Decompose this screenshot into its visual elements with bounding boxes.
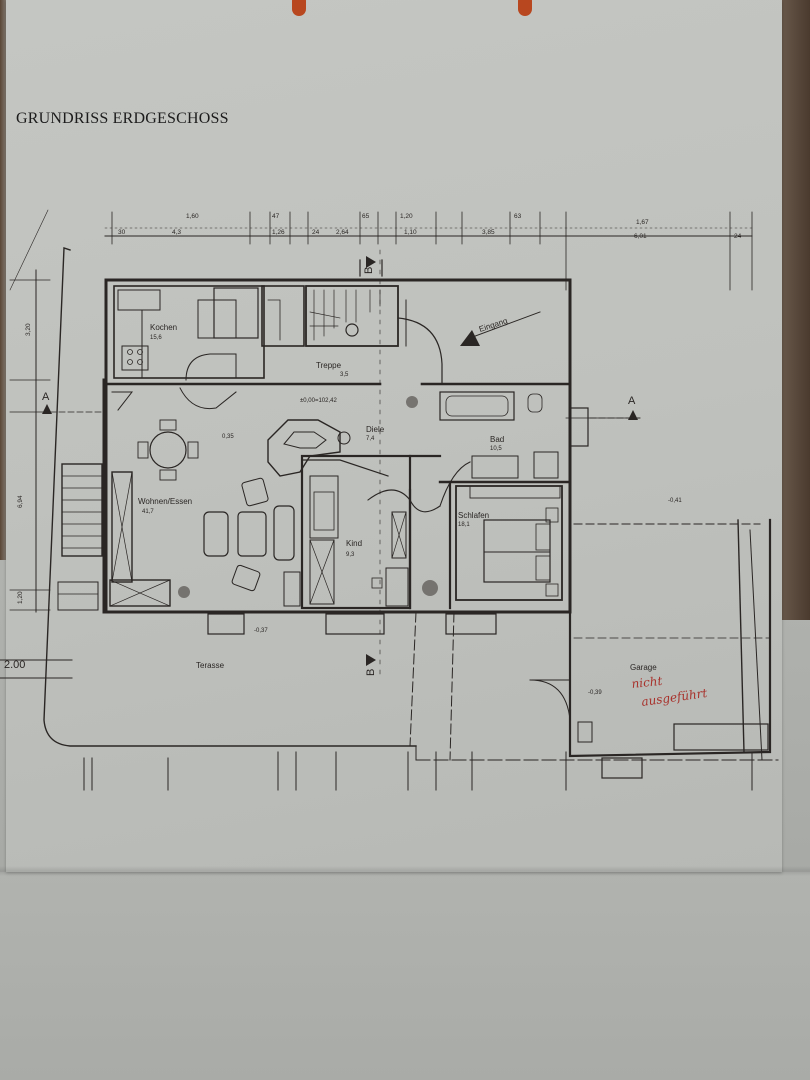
room-area-kind: 9,3 bbox=[346, 552, 355, 558]
dim-top1-4: 63 bbox=[514, 213, 522, 220]
section-marker-a-right: A bbox=[628, 395, 636, 407]
plan-title: GRUNDRISS ERDGESCHOSS bbox=[16, 110, 229, 127]
handwritten-note-line1: nicht bbox=[631, 674, 663, 691]
room-label-wohnen-essen: Wohnen/Essen bbox=[138, 497, 192, 506]
room-area-kochen: 15,6 bbox=[150, 335, 162, 341]
room-label-kochen: Kochen bbox=[150, 323, 177, 332]
room-area-diele: 7,4 bbox=[366, 436, 375, 442]
room-label-garage: Garage bbox=[630, 663, 657, 672]
dim-top1-2: 65 bbox=[362, 213, 370, 220]
dim-top1-3: 1,20 bbox=[400, 213, 413, 220]
level-garage: -0,39 bbox=[588, 690, 602, 696]
entrance-label: Eingang bbox=[478, 316, 509, 334]
dim-top2-8: 24 bbox=[734, 233, 742, 240]
room-label-kind: Kind bbox=[346, 539, 362, 548]
dim-top2-5: 1,10 bbox=[404, 229, 417, 236]
paper-lower-fold bbox=[0, 872, 810, 1080]
dim-top2-7: 6,01 bbox=[634, 233, 647, 240]
dim-left-2: 1,20 bbox=[17, 591, 24, 604]
dim-top1-1: 47 bbox=[272, 213, 280, 220]
room-label-terasse: Terasse bbox=[196, 661, 225, 670]
room-area-schlafen: 18,1 bbox=[458, 522, 470, 528]
floor-plan-sheet bbox=[6, 0, 782, 872]
dim-top1-0: 1,60 bbox=[186, 213, 199, 220]
level-living: 0,35 bbox=[222, 434, 234, 440]
dim-top2-4: 2,64 bbox=[336, 229, 349, 236]
room-label-schlafen: Schlafen bbox=[458, 511, 489, 520]
dim-top2-0: 30 bbox=[118, 229, 126, 236]
dim-top2-6: 3,85 bbox=[482, 229, 495, 236]
section-marker-b-top: B bbox=[363, 267, 375, 274]
room-label-bad: Bad bbox=[490, 435, 504, 444]
paper-fold-line bbox=[0, 866, 810, 876]
level-terrace: -0,37 bbox=[254, 628, 268, 634]
table-edge-right bbox=[780, 0, 810, 620]
punch-hole-left bbox=[292, 0, 306, 16]
room-area-wohnen-essen: 41,7 bbox=[142, 509, 154, 515]
room-area-bad: 10,5 bbox=[490, 446, 502, 452]
dim-top2-2: 1,26 bbox=[272, 229, 285, 236]
punch-hole-right bbox=[518, 0, 532, 16]
room-label-diele: Diele bbox=[366, 425, 385, 434]
level-right: -0,41 bbox=[668, 498, 682, 504]
handwritten-note-line2: ausgeführt bbox=[640, 686, 708, 709]
dim-top2-1: 4,3 bbox=[172, 229, 181, 236]
dim-left-1: 6,94 bbox=[17, 495, 24, 508]
room-area-treppe: 3,5 bbox=[340, 372, 349, 378]
dim-left-0: 3,20 bbox=[25, 323, 32, 336]
section-marker-b-bottom: B bbox=[365, 669, 377, 676]
dim-top1-5: 1,67 bbox=[636, 219, 649, 226]
dim-left-edge: 2.00 bbox=[4, 659, 25, 671]
section-marker-a-left: A bbox=[42, 391, 50, 403]
level-main: ±0,00=102,42 bbox=[300, 398, 337, 404]
dim-top2-3: 24 bbox=[312, 229, 320, 236]
room-label-treppe: Treppe bbox=[316, 361, 342, 370]
